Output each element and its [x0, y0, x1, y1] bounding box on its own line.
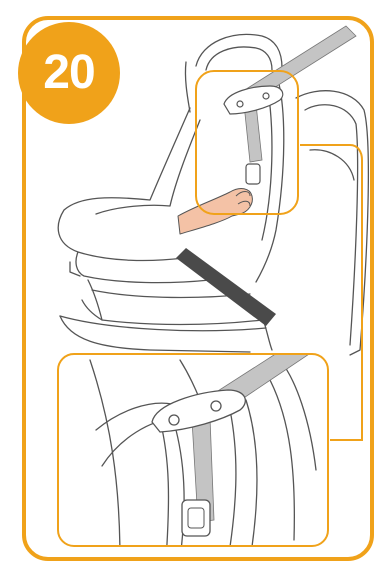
step-number: 20: [43, 49, 94, 97]
hand-icon: [178, 189, 252, 234]
lap-belt: [176, 248, 276, 326]
belt-guide-detail-zoom: [58, 328, 330, 560]
step-number-badge: 20: [18, 22, 120, 124]
